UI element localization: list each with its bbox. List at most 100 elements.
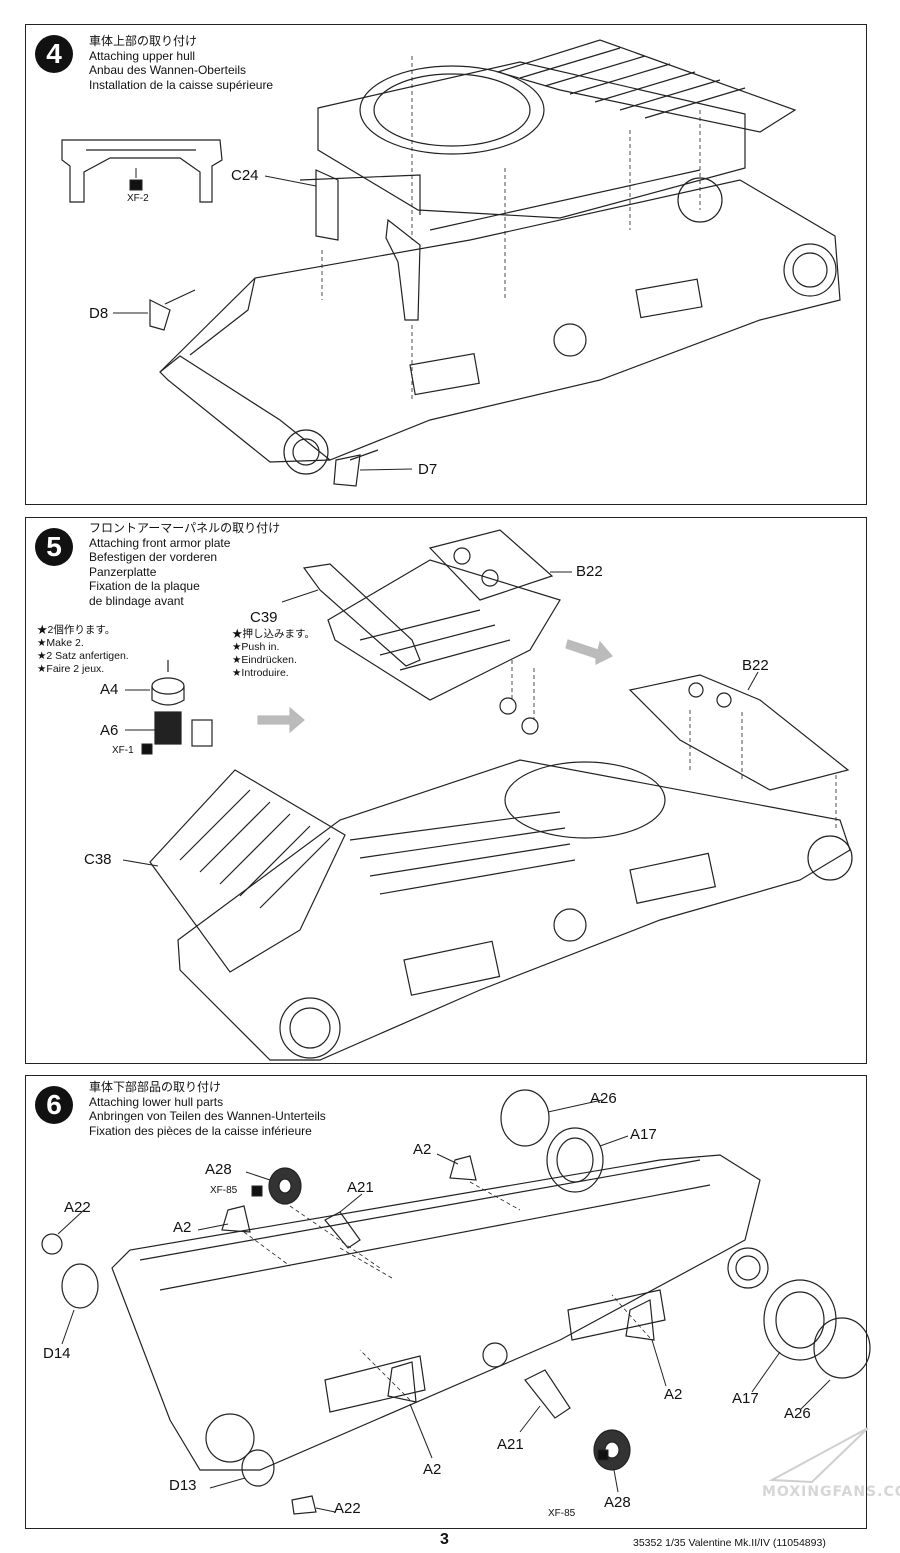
step-5-panel [25,517,867,1064]
upper-hull-illustration [317,61,746,219]
a22-top-part-illustration [41,1233,63,1255]
step-5-number: 5 [35,528,73,566]
part-a22-top-label: A22 [64,1199,91,1216]
step-6-title: 車体下部部品の取り付け Attaching lower hull parts A… [89,1080,326,1138]
a26-right-part-illustration [813,1317,871,1379]
step-4-paint-code: XF-2 [127,193,149,204]
a2-bottom-part-illustration [387,1361,417,1403]
part-d8-label: D8 [89,305,109,322]
part-a28-top-label: A28 [205,1161,232,1178]
d7-part-illustration [333,449,379,487]
part-c39-label: C39 [250,609,278,626]
a26-top-part-illustration [500,1089,550,1147]
part-b22-right-label: B22 [742,657,769,674]
step-5-title-fr-2: de blindage avant [89,593,184,608]
a17-right-part-illustration [763,1279,837,1361]
bracket-part-illustration [61,139,223,203]
step-5-title-jp: フロントアーマーパネルの取り付け [89,521,281,535]
d14-part-illustration [61,1263,99,1309]
step-5-title-fr-1: Fixation de la plaque [89,579,200,593]
step-4-number: 4 [35,35,73,73]
a2-top-part-illustration [449,1155,477,1181]
step-4-title-jp: 車体上部の取り付け [89,34,198,48]
push-in-note: 押し込みます。 Push in. Eindrücken. Introduire. [232,628,315,680]
part-a2-right-label: A2 [664,1386,683,1403]
turret-ring [359,65,545,155]
part-a21-bottom-label: A21 [497,1436,524,1453]
step-5-title-de-2: Panzerplatte [89,564,157,579]
a2-left-part-illustration [221,1205,251,1233]
b22-plate-illustration [628,674,850,791]
push-in-jp: 押し込みます。 [232,628,315,641]
part-d13-label: D13 [169,1477,197,1494]
part-c24-label: C24 [231,167,259,184]
lower-hull-illustration [159,179,841,463]
part-a2-left-label: A2 [173,1219,192,1236]
watermark-text: MOXINGFANS.COM [762,1484,900,1500]
make-2-en: Make 2. [37,637,129,650]
step-4-title: 車体上部の取り付け Attaching upper hull Anbau des… [89,34,273,92]
step-6-number: 6 [35,1086,73,1124]
direction-arrow-2 [565,639,613,665]
make-2-de: 2 Satz anfertigen. [37,650,128,663]
push-in-de: Eindrücken. [232,654,315,667]
step-5-hull-illustration [177,759,851,1061]
step-4-title-en: Attaching upper hull [89,48,196,63]
part-a17-top-label: A17 [630,1126,657,1143]
make-2-fr: Faire 2 jeux. [37,663,129,676]
b22-assembly-illustration [327,559,561,701]
part-a26-top-label: A26 [590,1090,617,1107]
part-a26-right-label: A26 [784,1405,811,1422]
part-a4-label: A4 [100,681,119,698]
part-b22-top-label: B22 [576,563,603,580]
part-a22-bottom-label: A22 [334,1500,361,1517]
part-a2-bottom-label: A2 [423,1461,442,1478]
step-5-paint-code: XF-1 [112,745,134,756]
a2-right-part-illustration [625,1299,655,1341]
c24-part-illustration [315,169,339,241]
assembled-plug-illustration [191,719,213,747]
step-6-title-de: Anbringen von Teilen des Wannen-Untertei… [89,1109,326,1123]
part-a28-bottom-label: A28 [604,1494,631,1511]
step-5-turret-ring [504,761,666,839]
footer-product-code: 35352 1/35 Valentine Mk.II/IV (11054893) [633,1537,826,1549]
step-5-title: フロントアーマーパネルの取り付け Attaching front armor p… [89,521,280,608]
direction-arrow-1 [257,706,305,734]
step-6-title-fr: Fixation des pièces de la caisse inférie… [89,1123,312,1138]
part-a6-label: A6 [100,722,119,739]
c39-part-illustration [302,563,421,667]
make-2-jp: 2個作ります。 [37,624,129,637]
a17-top-part-illustration [546,1127,604,1193]
step-4-title-fr: Installation de la caisse supérieure [89,77,274,92]
push-in-en: Push in. [232,641,315,654]
step-5-title-de-1: Befestigen der vorderen [89,550,218,564]
step-5-title-en: Attaching front armor plate [89,535,231,550]
step-6-paint-code-bottom: XF-85 [548,1508,576,1519]
a6-part-illustration [154,711,182,745]
step-6-panel [25,1075,867,1529]
part-a2-top-label: A2 [413,1141,432,1158]
make-2-note: 2個作ります。 Make 2. 2 Satz anfertigen. Faire… [37,624,129,676]
d13-part-illustration [241,1449,275,1487]
part-d14-label: D14 [43,1345,71,1362]
part-c38-label: C38 [84,851,112,868]
part-a21-top-label: A21 [347,1179,374,1196]
step-4-title-de: Anbau des Wannen-Oberteils [89,63,246,77]
push-in-fr: Introduire. [232,667,315,680]
a21-top-part-illustration [324,1211,361,1249]
step-4-panel [25,24,867,505]
step-6-paint-code-top: XF-85 [210,1185,238,1196]
a22-bottom-part-illustration [291,1495,317,1515]
part-d7-label: D7 [418,461,438,478]
c38-part-illustration [149,769,346,973]
step-6-title-jp: 車体下部部品の取り付け [89,1080,222,1094]
step-6-title-en: Attaching lower hull parts [89,1094,224,1109]
d8-part-illustration [149,289,196,331]
a21-bottom-part-illustration [524,1369,571,1419]
page-number: 3 [440,1531,449,1548]
part-a17-right-label: A17 [732,1390,759,1407]
